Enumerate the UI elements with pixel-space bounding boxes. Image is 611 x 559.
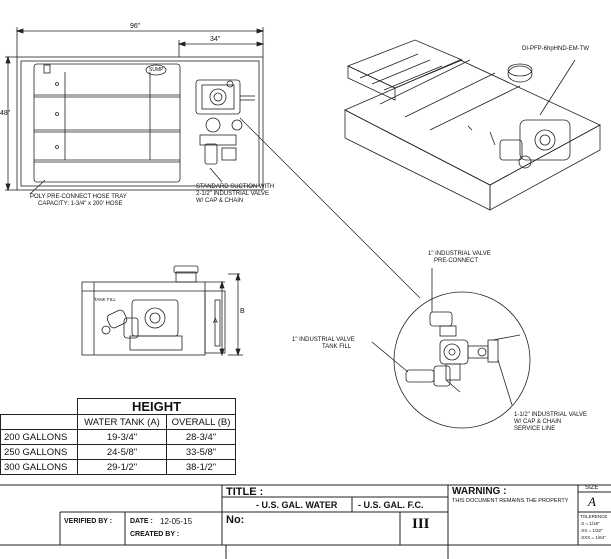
- sub-width-dimension: 34": [210, 36, 221, 43]
- company-logo: III: [412, 516, 430, 532]
- date-value: 12-05-15: [160, 517, 193, 526]
- table-row: 200 GALLONS 19-3/4" 28-3/4": [0, 429, 236, 445]
- side-view: [81, 265, 243, 357]
- top-view: [5, 27, 421, 299]
- height-dimension: 48": [0, 110, 11, 117]
- table-row: WATER TANK (A) OVERALL (B): [0, 414, 236, 430]
- date-label: DATE :: [130, 518, 153, 525]
- detail-view: [371, 268, 531, 429]
- dim-b: B: [240, 308, 245, 315]
- tolerance-line: .XXX = 1/64": [580, 535, 606, 540]
- warning-title: WARNING :: [452, 486, 507, 497]
- created-label: CREATED BY :: [130, 531, 180, 538]
- warning-text: THIS DOCUMENT REMAINS THE PROPERTY: [452, 498, 569, 504]
- tolerance-line: .XX = 1/32": [580, 528, 603, 533]
- fc-label: - U.S. GAL. F.C.: [358, 500, 424, 510]
- table-cell: 250 GALLONS: [0, 444, 78, 460]
- header-cell: OVERALL (B): [166, 414, 236, 430]
- tray-label-line1: POLY PRE-CONNECT HOSE TRAY: [30, 194, 127, 200]
- isometric-view: [344, 39, 601, 211]
- table-cell: 33-5/8": [166, 444, 236, 460]
- preconnect-label-line2: PRE-CONNECT: [434, 258, 479, 264]
- tray-label-line2: CAPACITY: 1-3/4" x 200' HOSE: [38, 201, 123, 207]
- header-cell: [0, 414, 78, 430]
- service-label-line1: 1-1/2" INDUSTRIAL VALVE: [514, 412, 588, 418]
- table-cell: 28-3/4": [166, 429, 236, 445]
- water-label: - U.S. GAL. WATER: [256, 500, 338, 510]
- service-label-line2: W/ CAP & CHAIN: [514, 419, 562, 425]
- table-cell: 19-3/4": [77, 429, 167, 445]
- table-row: 250 GALLONS 24-5/8" 33-5/8": [0, 444, 236, 460]
- table-row: 300 GALLONS 29-1/2" 38-1/2": [0, 459, 236, 475]
- preconnect-label-line1: 1" INDUSTRIAL VALVE: [428, 251, 491, 257]
- model-label: DI-PFP-6hpHND-EM-TW: [522, 46, 589, 52]
- table-cell: 24-5/8": [77, 444, 167, 460]
- sump-label: SUMP: [149, 67, 164, 73]
- header-cell: WATER TANK (A): [77, 414, 167, 430]
- number-label: No:: [226, 514, 245, 526]
- size-label: SIZE: [585, 485, 599, 491]
- suction-label-line2: 2-1/2" INDUSTRIAL VALVE: [196, 191, 270, 197]
- height-table: HEIGHT WATER TANK (A) OVERALL (B) 200 GA…: [0, 398, 236, 475]
- size-value: A: [588, 494, 596, 509]
- table-cell: 38-1/2": [166, 459, 236, 475]
- table-cell: 200 GALLONS: [0, 429, 78, 445]
- tank-fill-side-label: TANK FILL: [94, 297, 116, 302]
- suction-label-line3: W/ CAP & CHAIN: [196, 198, 244, 204]
- tolerance-title: TOLERENCE: [580, 514, 608, 519]
- height-table-title: HEIGHT: [77, 398, 236, 415]
- table-cell: 29-1/2": [77, 459, 167, 475]
- service-label-line3: SERVICE LINE: [514, 426, 556, 432]
- verified-label: VERIFIED BY :: [64, 518, 113, 525]
- table-cell: 300 GALLONS: [0, 459, 78, 475]
- dim-a: A: [213, 318, 218, 325]
- tankfill-label-line2: TANK FILL: [322, 344, 352, 350]
- height-table-blank: [1, 399, 78, 415]
- title-block-frame: [0, 484, 611, 559]
- suction-label-line1: STANDARD SUCTION WITH: [196, 184, 275, 190]
- width-dimension: 96": [130, 23, 141, 30]
- tankfill-label-line1: 1" INDUSTRIAL VALVE: [292, 337, 355, 343]
- title-label: TITLE :: [226, 486, 264, 498]
- tolerance-line: .X = 1/16": [580, 521, 600, 526]
